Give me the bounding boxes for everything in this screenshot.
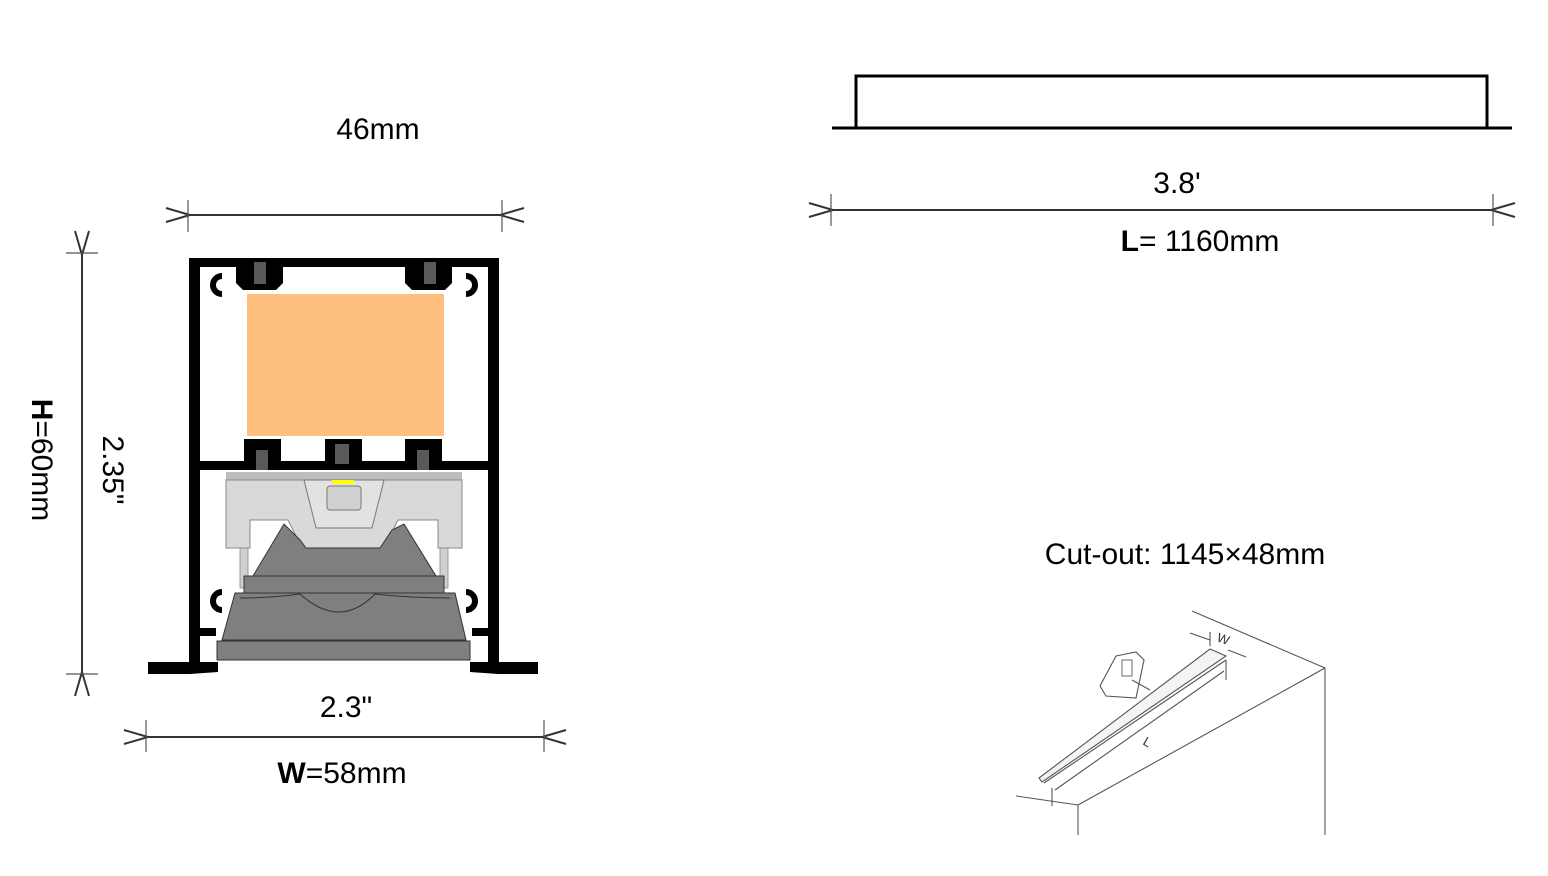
middle-bar [189, 461, 499, 470]
pcb-strip [226, 472, 462, 480]
cutout-title: Cut-out: 1145×48mm [1045, 538, 1325, 571]
right-flange [470, 662, 538, 674]
led-chip [332, 480, 354, 484]
cutout-l-label: L [1141, 734, 1155, 751]
height-mm-label: H=60mm [25, 399, 58, 522]
length-mm-label: L= 1160mm [1121, 225, 1280, 258]
length-side-view [832, 74, 1512, 130]
width-mm-label: W=58mm [277, 757, 406, 790]
cutout-w-label: W [1215, 630, 1232, 649]
top-width-label: 46mm [336, 113, 419, 146]
cutout-illustration [1015, 610, 1326, 835]
driver-block [247, 294, 444, 436]
reflector [252, 523, 437, 577]
top-wall [189, 258, 499, 267]
left-flange [148, 662, 218, 674]
width-inch-label: 2.3" [320, 691, 372, 724]
length-feet-label: 3.8' [1153, 167, 1200, 200]
height-inch-label: 2.35" [96, 435, 129, 504]
profile-cross-section [148, 258, 538, 674]
diffuser [216, 640, 471, 661]
